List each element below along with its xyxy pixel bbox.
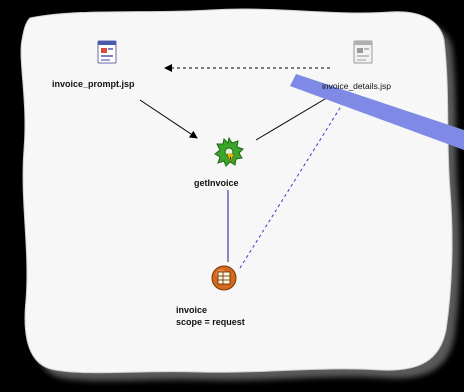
jsp-page-icon — [353, 40, 373, 64]
link-getinvoice-to-details — [255, 95, 331, 141]
node-label-invoice-prompt: invoice_prompt.jsp — [52, 79, 135, 89]
highlight-pointer — [290, 74, 464, 150]
action-gear-icon — [214, 136, 244, 167]
jsp-page-icon — [97, 40, 117, 64]
link-prompt-to-getinvoice — [139, 99, 198, 139]
node-label-bean-scope: scope = request — [176, 317, 245, 327]
node-label-getinvoice: getInvoice — [194, 178, 239, 188]
data-bean-icon — [211, 265, 237, 291]
node-label-bean-name: invoice — [176, 305, 208, 315]
node-label-invoice-details: invoice_details.jsp — [322, 81, 391, 91]
